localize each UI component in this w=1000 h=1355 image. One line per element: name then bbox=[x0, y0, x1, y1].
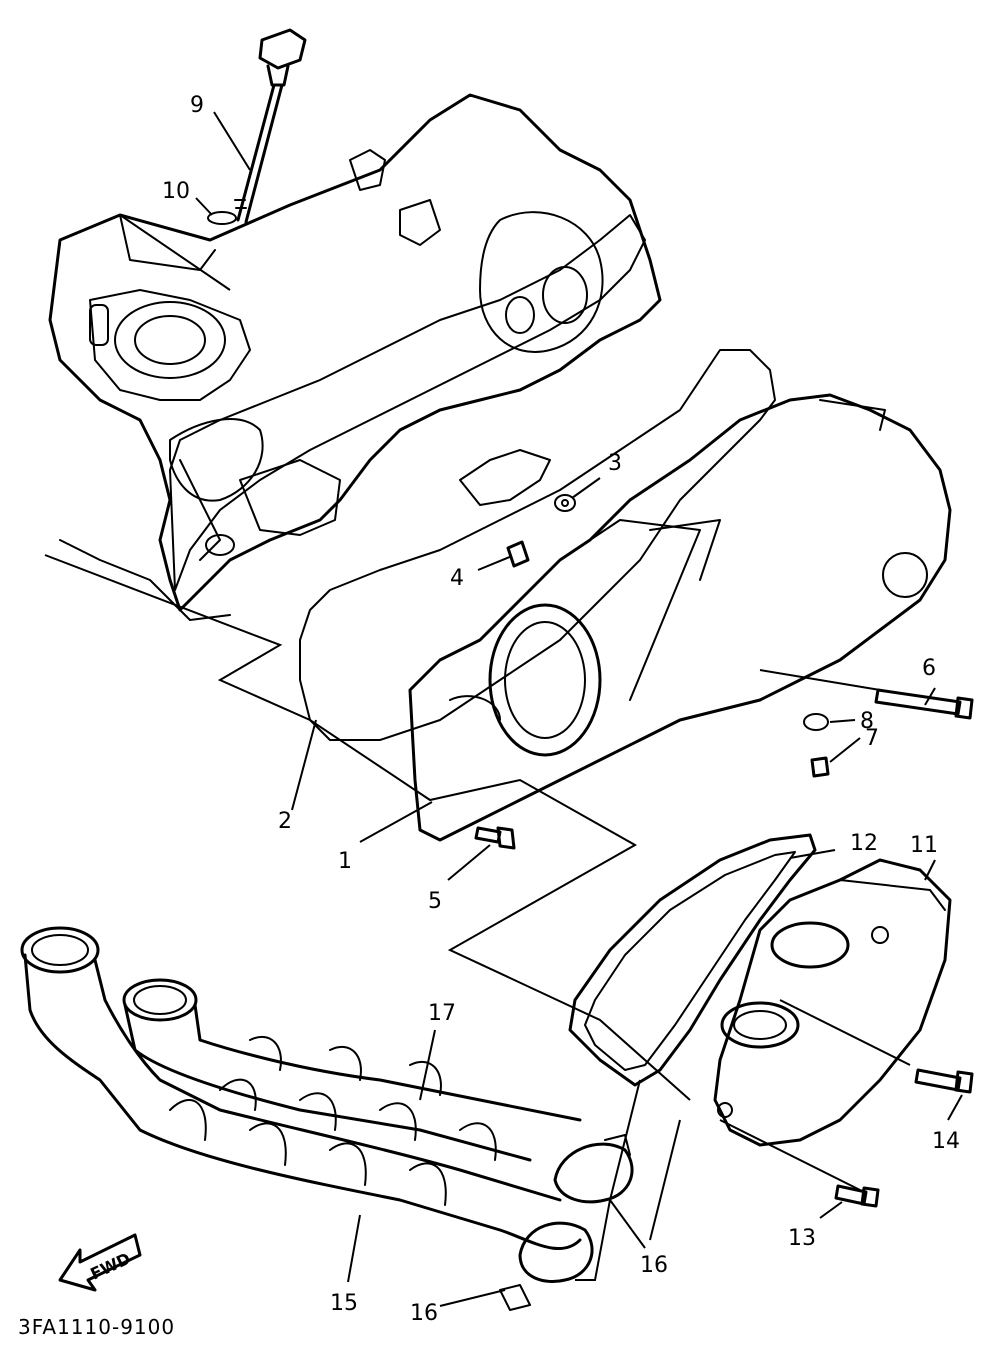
diagram-code: 3FA1110-9100 bbox=[18, 1315, 175, 1339]
callout-16-lower: 16 bbox=[410, 1301, 438, 1326]
callout-2: 2 bbox=[278, 809, 292, 834]
callout-labels: 9 10 3 4 6 8 7 2 1 5 12 11 17 14 13 16 1… bbox=[162, 93, 960, 1326]
hose-clamps bbox=[499, 1134, 634, 1311]
bolt-14 bbox=[914, 1068, 962, 1092]
callout-17: 17 bbox=[428, 1001, 456, 1026]
air-duct-hoses bbox=[20, 926, 582, 1251]
callout-7: 7 bbox=[865, 726, 879, 751]
callout-16-upper: 16 bbox=[640, 1253, 668, 1278]
crankcase-cover bbox=[408, 393, 952, 842]
callout-14: 14 bbox=[932, 1129, 960, 1154]
callout-8: 8 bbox=[860, 709, 874, 734]
callout-5: 5 bbox=[428, 889, 442, 914]
crankcase-assembly bbox=[48, 93, 662, 621]
callout-15: 15 bbox=[330, 1291, 358, 1316]
callout-10: 10 bbox=[162, 179, 190, 204]
callout-12: 12 bbox=[850, 831, 878, 856]
fasteners bbox=[474, 494, 974, 1208]
callout-6: 6 bbox=[922, 656, 936, 681]
oil-dipstick bbox=[207, 28, 307, 225]
fwd-arrow-icon: FWD bbox=[58, 1233, 142, 1292]
explode-lines bbox=[44, 214, 911, 1281]
plug-7 bbox=[810, 756, 830, 778]
washer-3 bbox=[554, 494, 576, 512]
callout-13: 13 bbox=[788, 1226, 816, 1251]
callout-4: 4 bbox=[450, 566, 464, 591]
dowel-pin-4 bbox=[506, 540, 530, 568]
callout-1: 1 bbox=[338, 849, 352, 874]
washer-8 bbox=[803, 713, 829, 731]
air-duct-gasket bbox=[568, 833, 817, 1087]
callout-11: 11 bbox=[910, 833, 938, 858]
crankcase-cover-gasket bbox=[169, 214, 776, 741]
callout-leaders bbox=[195, 111, 963, 1307]
air-duct-cover bbox=[713, 858, 952, 1147]
callout-9: 9 bbox=[190, 93, 204, 118]
bolt-6 bbox=[874, 688, 962, 716]
callout-3: 3 bbox=[608, 451, 622, 476]
bolt-5 bbox=[474, 826, 502, 844]
